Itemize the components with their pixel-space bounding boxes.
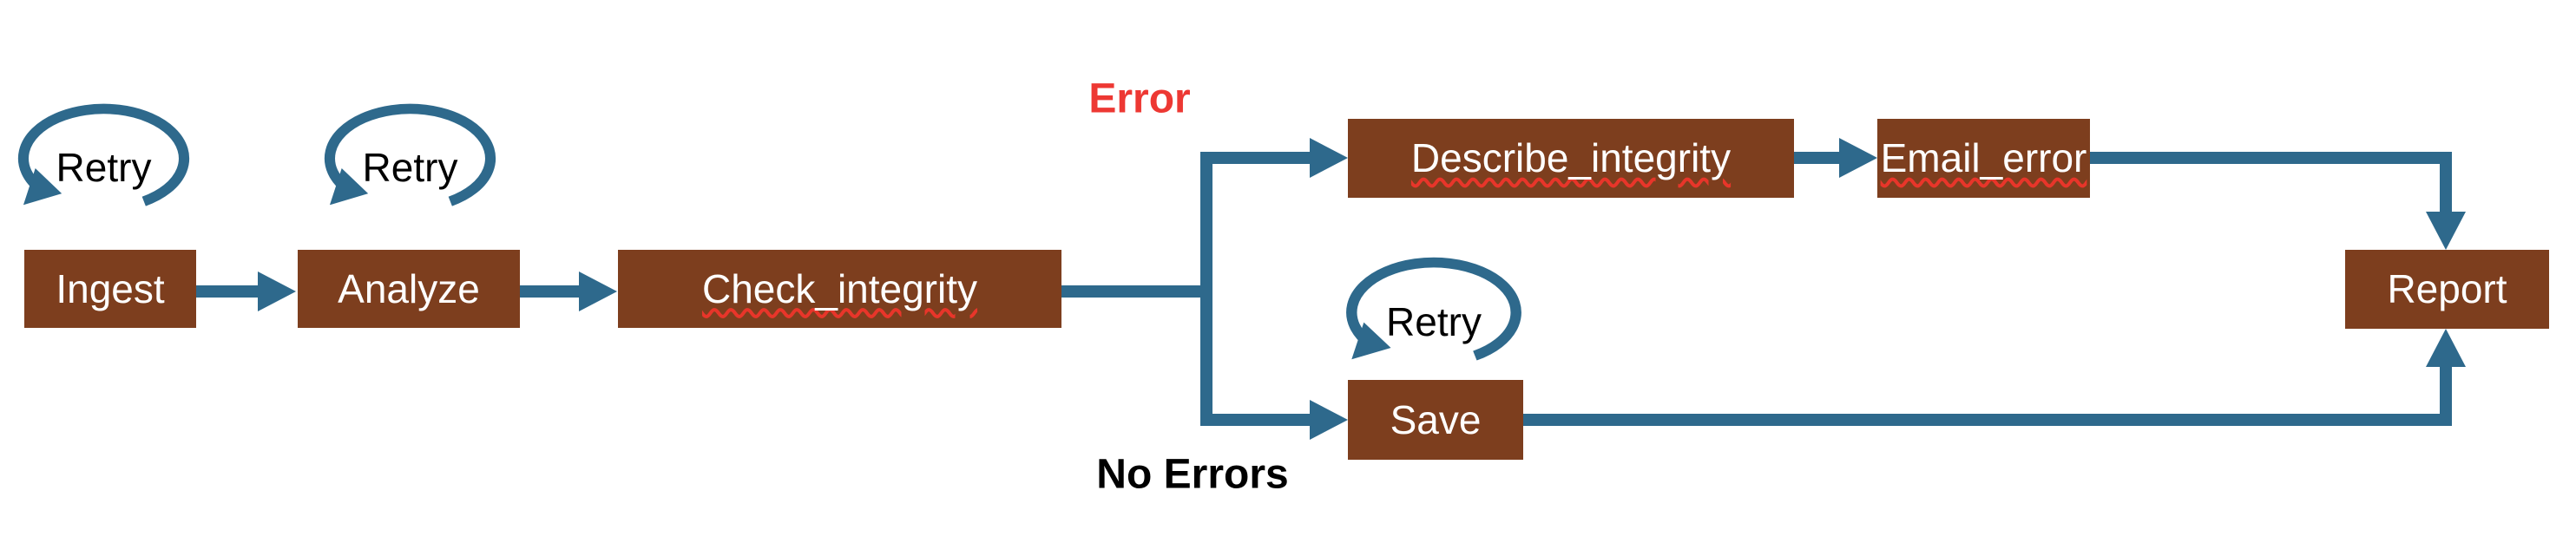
node-describe-integrity-label: Describe_integrity [1410,135,1732,181]
connector-save-to-report [1523,365,2452,426]
node-check-integrity: Check_integrity [618,250,1061,328]
retry-loop-save: Retry [1338,252,1529,369]
arrowhead-email-to-report [2426,212,2466,250]
no-errors-branch-label: No Errors [1096,451,1289,498]
node-report: Report [2345,250,2549,329]
arrowhead-noerrors-branch-to-save [1310,400,1348,440]
retry-loop-ingest-label: Retry [56,145,152,191]
node-report-label: Report [2387,266,2507,312]
circular-retry-arrow-icon [324,103,496,206]
node-describe-integrity: Describe_integrity [1348,119,1794,198]
retry-loop-analyze: Retry [317,98,503,214]
arrowhead-save-to-report [2426,329,2466,367]
circular-retry-arrow-icon [1346,257,1521,361]
node-email-error-label: Email_error [1880,135,2087,181]
arrowhead-ingest-to-analyze [258,272,296,311]
connector-email-to-report [2090,152,2452,213]
arrowhead-describe-to-email [1839,138,1877,178]
error-branch-label: Error [1088,75,1191,122]
node-ingest-label: Ingest [56,265,165,311]
retry-loop-ingest: Retry [10,98,197,214]
node-save-label: Save [1390,396,1482,442]
node-analyze: Analyze [298,250,520,328]
node-ingest: Ingest [24,250,196,328]
arrowhead-analyze-to-check [579,272,617,311]
circular-retry-arrow-icon [17,103,190,206]
node-check-integrity-label: Check_integrity [701,265,978,311]
arrowhead-error-branch-to-describe [1310,138,1348,178]
node-analyze-label: Analyze [338,265,480,311]
retry-loop-save-label: Retry [1386,299,1482,344]
retry-loop-analyze-label: Retry [362,145,458,191]
node-save: Save [1348,380,1523,460]
node-email-error: Email_error [1877,119,2090,198]
